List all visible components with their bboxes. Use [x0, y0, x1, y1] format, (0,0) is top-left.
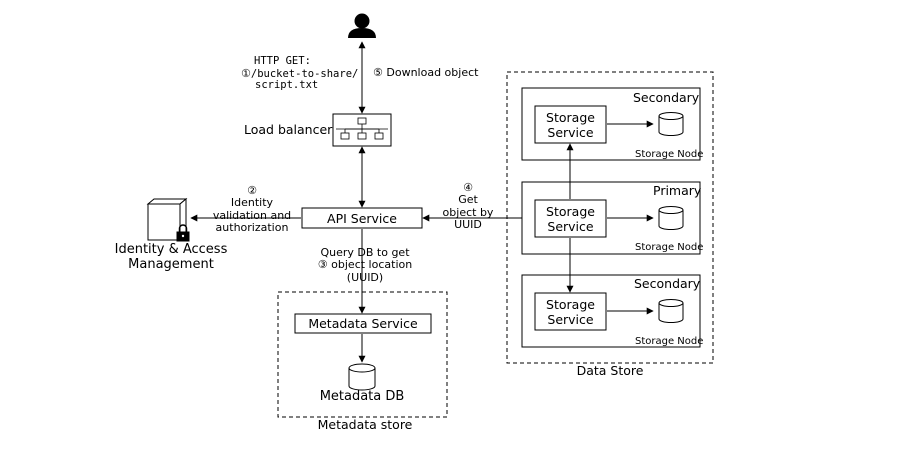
person-icon	[348, 13, 376, 38]
node-role-primary: Primary	[653, 183, 702, 198]
database-icon	[658, 299, 684, 323]
metadata-store-label: Metadata store	[317, 417, 413, 432]
metadata-db-label: Metadata DB	[319, 389, 405, 404]
metadata-service-label: Metadata Service	[308, 316, 418, 331]
query-db-label: Query DB to get ③ object location (UUID)	[300, 246, 430, 284]
iam-label-line2: Management	[128, 256, 214, 272]
storage-node-label-1: Storage Node	[635, 149, 704, 160]
identity-step-line3: authorization	[215, 220, 289, 234]
identity-step-label: ② Identity validation and authorization	[212, 184, 292, 234]
http-get-label: HTTP GET:	[254, 55, 311, 67]
storage-service-line2: Service	[547, 311, 594, 327]
data-store-container	[506, 71, 714, 364]
metadata-service-box	[294, 313, 432, 334]
storage-service-line2: Service	[547, 218, 594, 234]
iam-label-line1: Identity & Access	[114, 242, 228, 257]
storage-service-label-2: Storage Service	[535, 200, 606, 237]
data-store-label: Data Store	[576, 363, 644, 378]
get-object-line3: UUID	[454, 217, 482, 231]
storage-service-line1: Storage	[546, 203, 595, 219]
step-5-marker: ⑤	[373, 66, 383, 79]
database-icon	[658, 206, 684, 230]
load-balancer-label: Load balancer	[244, 122, 333, 137]
storage-service-line2: Service	[547, 124, 594, 140]
get-object-line1: Get	[458, 193, 478, 207]
identity-step-line2: validation and	[212, 208, 292, 222]
step-1-marker: ①	[241, 67, 251, 80]
query-db-line1: Query DB to get	[320, 246, 410, 259]
node-role-secondary-1: Secondary	[633, 90, 700, 105]
iam-label: Identity & Access Management	[108, 242, 234, 272]
query-db-line2-row: ③ object location	[300, 259, 430, 271]
step-3-marker: ③	[317, 258, 328, 272]
storage-service-line1: Storage	[546, 296, 595, 312]
http-get-file: script.txt	[255, 79, 319, 91]
storage-node-label-2: Storage Node	[635, 242, 704, 253]
http-get-path: ①/bucket-to-share/	[241, 67, 359, 81]
api-service-label: API Service	[327, 210, 397, 226]
query-db-line3: (UUID)	[346, 270, 384, 284]
download-object-text: Download object	[386, 66, 479, 79]
storage-service-label-3: Storage Service	[535, 293, 606, 330]
step-2-marker: ②	[247, 184, 257, 197]
get-object-label: ④ Get object by UUID	[436, 181, 500, 231]
storage-service-box-3	[534, 292, 607, 331]
storage-service-box-2	[534, 199, 607, 238]
get-object-line2: object by	[442, 205, 494, 219]
database-icon	[348, 363, 376, 391]
identity-step-line1: Identity	[230, 196, 274, 210]
storage-service-box-1	[534, 105, 607, 144]
api-service-box	[301, 207, 423, 229]
node-role-secondary-3: Secondary	[634, 276, 701, 291]
hierarchy-icon	[336, 117, 388, 140]
http-get-path-text: /bucket-to-share/	[250, 68, 359, 80]
metadata-store-container	[277, 291, 448, 418]
database-icon	[658, 112, 684, 136]
step-4-marker: ④	[463, 181, 473, 194]
download-object-label: ⑤ Download object	[373, 66, 479, 79]
storage-service-line1: Storage	[546, 109, 595, 125]
storage-service-label-1: Storage Service	[535, 106, 606, 143]
query-db-line2: object location	[331, 258, 413, 272]
lock-cube-icon	[146, 197, 190, 242]
storage-node-label-3: Storage Node	[635, 336, 704, 347]
